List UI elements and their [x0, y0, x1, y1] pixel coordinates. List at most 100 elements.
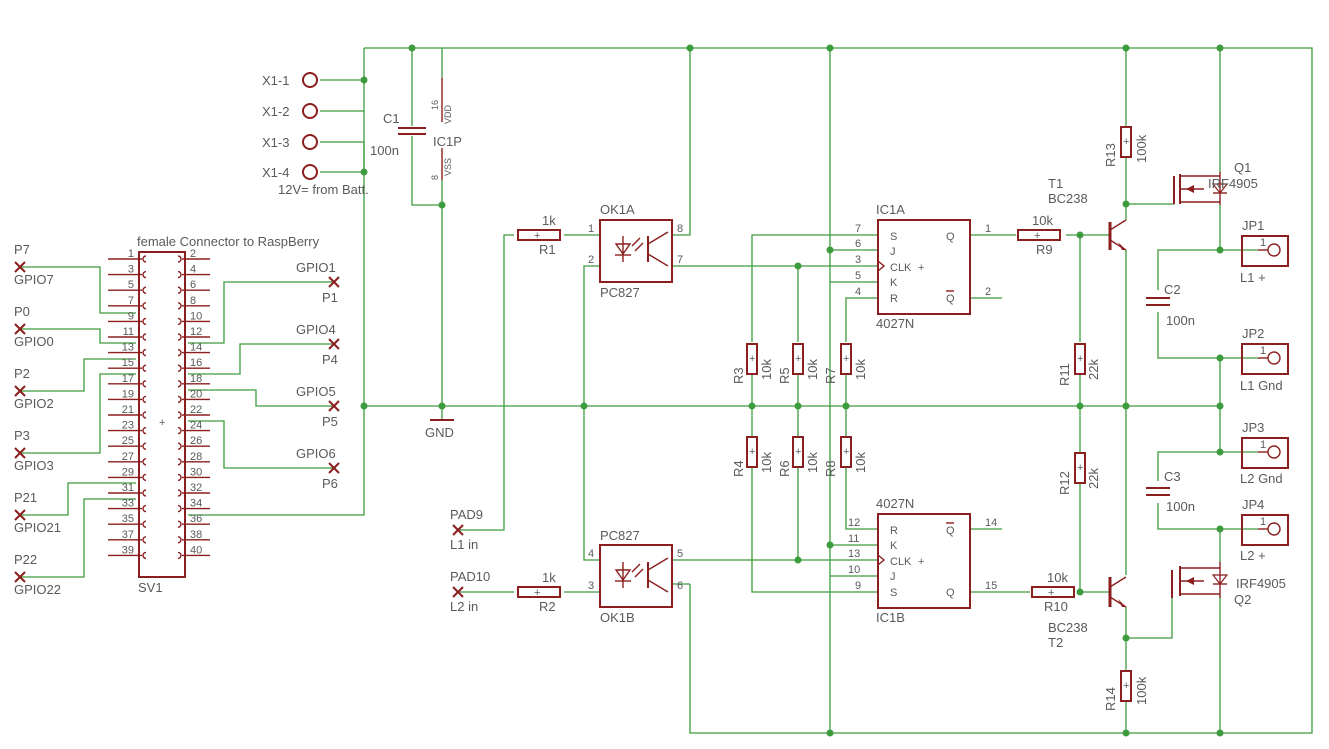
ic1b-label-j: J	[890, 571, 896, 583]
r14-name: R14	[1103, 687, 1118, 711]
sv1-right-socket	[177, 504, 182, 513]
r8-value: 10k	[853, 452, 868, 473]
ic1p-name: IC1P	[433, 134, 462, 149]
sv1-even-pin-number: 10	[190, 310, 202, 322]
resistor-r4: + R4 10k	[731, 436, 774, 477]
ok1a-pin-7: 7	[677, 254, 683, 266]
gpio6-label: GPIO6	[296, 446, 336, 461]
sv1-left-socket	[142, 504, 147, 513]
pad10-label: PAD10	[450, 569, 490, 584]
pad-x-mark	[328, 400, 340, 412]
sv1-even-pin-number: 6	[190, 279, 196, 291]
ic1p-pin-vss: 8	[430, 175, 440, 180]
x1-pin-3-label: X1-3	[262, 135, 289, 150]
ic1a-label-q: Q	[946, 231, 955, 243]
sv1-left-socket	[142, 520, 147, 528]
gpio5-label: GPIO5	[296, 384, 336, 399]
jp3-label: L2 Gnd	[1240, 471, 1283, 486]
sv1-right-socket	[177, 255, 182, 263]
sv1-odd-pin-number: 25	[122, 435, 134, 447]
ic1a-pin-7: 7	[855, 223, 861, 235]
ic1a-label-clk: CLK	[890, 262, 912, 274]
sv1-even-pin-number: 8	[190, 295, 196, 307]
pad-x-mark	[14, 385, 26, 397]
sv1-even-pin-number: 2	[190, 248, 196, 260]
sv1-even-pin-number: 20	[190, 388, 202, 400]
sv1-odd-pin-number: 29	[122, 466, 134, 478]
sv1-right-socket	[177, 489, 182, 497]
sv1-even-pin-number: 14	[190, 342, 202, 354]
ok1a-pin-2: 2	[588, 254, 594, 266]
c2-name: C2	[1164, 282, 1181, 297]
connector-x1: X1-1 X1-2 X1-3 X1-4 12V= from Batt.	[262, 72, 369, 197]
r3-value: 10k	[759, 359, 774, 380]
sv1-right-socket	[177, 458, 182, 466]
jumper-jp3: 1 JP3 L2 Gnd	[1240, 420, 1289, 486]
sv1-right-socket	[177, 333, 182, 341]
ic1b-pin-9: 9	[855, 580, 861, 592]
r13-mark: +	[1123, 136, 1129, 148]
sv1-right-socket	[177, 551, 182, 560]
x1-note: 12V= from Batt.	[278, 182, 369, 197]
pad-p2-label: P2	[14, 366, 30, 381]
sv1-right-socket	[177, 317, 182, 326]
jumper-jp1: 1 JP1 L1 +	[1240, 218, 1289, 285]
ok1b-pin-5: 5	[677, 548, 683, 560]
ic1p-power-pins: IC1P 16 VDD 8 VSS	[430, 78, 462, 180]
ic1a-pin-4: 4	[855, 286, 861, 298]
junction-dots	[360, 44, 1224, 737]
sv1-odd-pin-number: 1	[128, 248, 134, 260]
r11-value: 22k	[1086, 359, 1101, 380]
r2-name: R2	[539, 599, 556, 614]
transistor-t2: BC238 T2	[1048, 576, 1127, 650]
jp2-name: JP2	[1242, 326, 1264, 341]
sv1-left-socket	[142, 473, 147, 482]
sv1-odd-pin-number: 21	[122, 404, 134, 416]
r6-mark: +	[795, 446, 801, 458]
pad-x-mark	[14, 447, 26, 459]
r10-name: R10	[1044, 599, 1068, 614]
gpio0-label: GPIO0	[14, 334, 54, 349]
sv1-right-socket	[177, 348, 182, 357]
sv1-left-socket	[142, 317, 147, 326]
ic1a-pin-5: 5	[855, 270, 861, 282]
r2-mark: +	[534, 587, 540, 599]
ic1a-name: IC1A	[876, 202, 905, 217]
pad-p0-label: P0	[14, 304, 30, 319]
r12-name: R12	[1057, 471, 1072, 495]
mosfet-q2: IRF4905 Q2	[1171, 562, 1286, 607]
ok1a-pin-8: 8	[677, 223, 683, 235]
pad-x-mark	[14, 323, 26, 335]
sv1-left-socket	[142, 442, 147, 450]
sv1-left-socket	[142, 333, 147, 341]
sv1-odd-pin-number: 23	[122, 420, 134, 432]
sv1-right-socket	[177, 380, 182, 388]
ic1b-pin-13: 13	[848, 548, 860, 560]
r1-name: R1	[539, 242, 556, 257]
q2-name: Q2	[1234, 592, 1251, 607]
t1-part: BC238	[1048, 191, 1088, 206]
gpio21-label: GPIO21	[14, 520, 61, 535]
r14-mark: +	[1123, 680, 1129, 692]
ic1b-pin-12: 12	[848, 517, 860, 529]
r13-name: R13	[1103, 143, 1118, 167]
sv1-left-socket	[142, 302, 147, 310]
gnd-label: GND	[425, 425, 454, 440]
gpio4-label: GPIO4	[296, 322, 336, 337]
sv1-left-socket	[142, 395, 147, 404]
ic1b-center-mark: +	[918, 556, 924, 568]
sv1-odd-pin-number: 7	[128, 295, 134, 307]
sv1-even-pin-number: 4	[190, 264, 196, 276]
sv1-odd-pin-number: 5	[128, 279, 134, 291]
gnd-symbol: GND	[425, 419, 454, 440]
r11-mark: +	[1077, 353, 1083, 365]
resistor-r9: + 10k R9	[1017, 213, 1061, 257]
sv1-odd-pin-number: 9	[128, 310, 134, 322]
resistor-r7: + R7 10k	[823, 343, 868, 384]
sv1-even-pin-number: 28	[190, 451, 202, 463]
sv1-odd-pin-number: 33	[122, 498, 134, 510]
resistor-r11: + R11 22k	[1057, 343, 1101, 386]
ic1b-label-q: Q	[946, 587, 955, 599]
sv1-left-socket	[142, 426, 147, 435]
pad-p3-label: P3	[14, 428, 30, 443]
